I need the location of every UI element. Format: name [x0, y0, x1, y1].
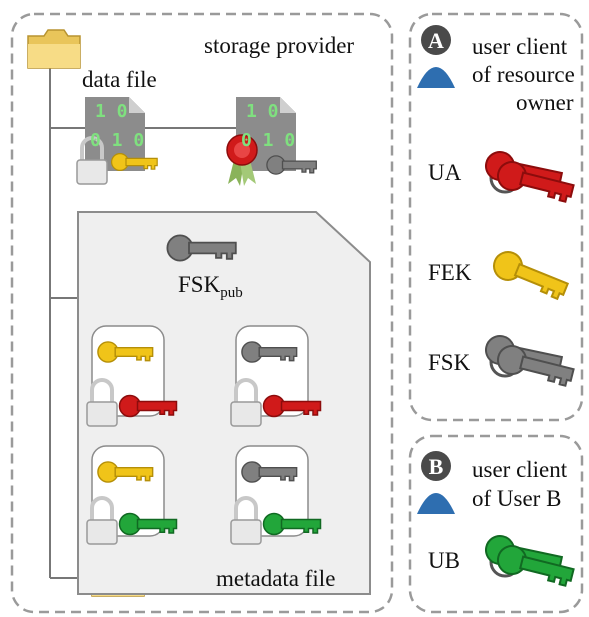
fsk-pub-base: FSK: [178, 272, 221, 297]
data-file-copy-bits-line1: 1 0: [246, 101, 279, 122]
owner-title-line2: of resource: [472, 62, 575, 87]
owner-title-line1: user client: [472, 34, 568, 59]
signature-seal-icon: [226, 134, 258, 186]
root-folder-icon: [27, 29, 81, 69]
userb-badge-letter: B: [429, 454, 444, 479]
owner-client-box: [408, 12, 584, 422]
data-file-label: data file: [82, 67, 157, 92]
userb-client-box: [408, 434, 584, 614]
fsk-key-icon: [482, 332, 577, 390]
fek-key-icon: [488, 246, 572, 304]
fsk-pub-label: FSKpub: [178, 272, 243, 302]
ua-label: UA: [428, 160, 462, 185]
owner-title-line3: owner: [516, 90, 574, 115]
storage-provider-box: [10, 12, 394, 614]
metadata-file-label: metadata file: [216, 566, 336, 591]
fsk-pub-sub: pub: [220, 285, 243, 301]
fsk-label: FSK: [428, 350, 471, 375]
fek-label: FEK: [428, 260, 472, 285]
owner-user-icon: [417, 25, 455, 88]
owner-badge-letter: A: [428, 28, 444, 53]
ub-key-icon: [482, 532, 577, 590]
metadata-cell-owner-fsk: [229, 325, 322, 428]
tree-lines: [49, 68, 240, 579]
ua-key-icon: [482, 148, 577, 206]
data-file-bits-line1: 1 0: [95, 101, 128, 122]
metadata-cell-userb-fsk: [229, 445, 322, 546]
userb-title-line2: of User B: [472, 486, 562, 511]
data-file-copy-bits-line2: 0 1 0: [241, 130, 295, 151]
metadata-cell-userb-fek: [85, 445, 178, 546]
ub-label: UB: [428, 548, 460, 573]
userb-user-icon: [417, 451, 455, 514]
storage-provider-title: storage provider: [204, 33, 355, 58]
userb-title-line1: user client: [472, 457, 568, 482]
metadata-cell-owner-fek: [85, 325, 178, 428]
data-file-bits-line2: 0 1 0: [90, 130, 144, 151]
